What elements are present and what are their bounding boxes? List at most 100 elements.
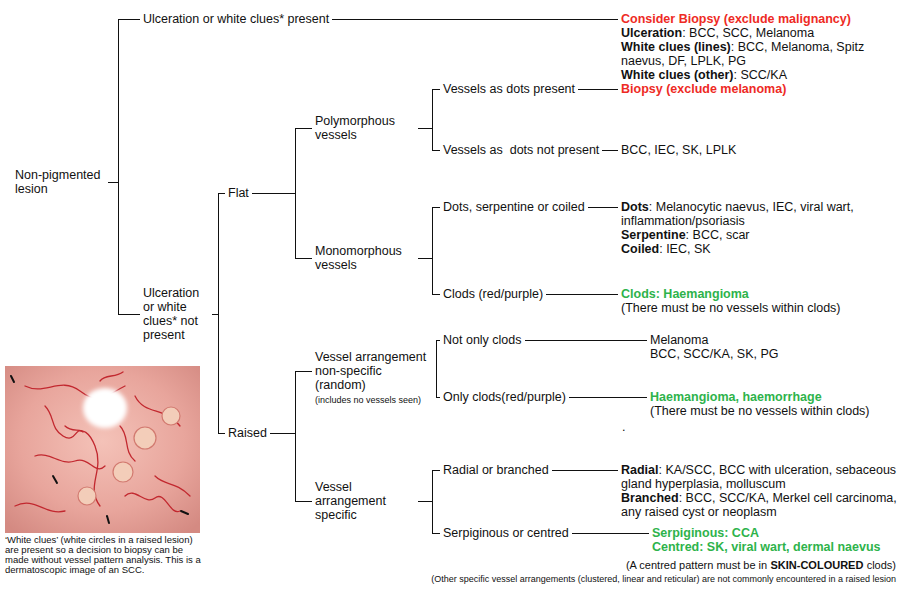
label-text: SKIN-COLOURED xyxy=(770,559,863,571)
node-text: (includes no vessels seen) xyxy=(315,395,421,405)
text-row: Only clods(red/purple) xyxy=(443,390,566,404)
note-label: . xyxy=(622,420,625,434)
tree-node: Vessels as dots not present xyxy=(443,143,599,157)
vessel xyxy=(45,406,83,438)
hair xyxy=(181,511,188,514)
node-text: Raised xyxy=(228,426,267,440)
bracket-connector xyxy=(270,434,312,502)
bracket-connector xyxy=(108,183,140,315)
vessel xyxy=(125,493,180,512)
node-text: Flat xyxy=(228,186,249,200)
text-row: Branched: BCC, SCC/KA, Merkel cell carci… xyxy=(621,491,898,519)
node-text: : Melanocytic naevus, IEC, viral wart, i… xyxy=(621,200,857,228)
bracket-connector xyxy=(252,129,312,194)
bracket-connector xyxy=(602,150,618,151)
bracket-connector xyxy=(418,129,440,151)
tree-node: Ulceration or white clues* present xyxy=(143,12,329,26)
label-text: (A centred pattern must be in xyxy=(626,559,767,571)
text-row: Dots, serpentine or coiled xyxy=(443,200,585,214)
note-label: (A centred pattern must be inSKIN-COLOUR… xyxy=(626,559,896,572)
text-row: Serpiginous: CCA xyxy=(652,526,881,540)
node-text: Monomorphous vessels xyxy=(315,244,405,272)
tree-node: Serpiginous or centred xyxy=(443,526,569,540)
bracket-connector xyxy=(270,372,312,434)
node-text: BCC, IEC, SK, LPLK xyxy=(621,143,736,157)
node-text: Ulceration or white clues* not present xyxy=(143,286,203,342)
tree-node: Non-pigmented lesion xyxy=(15,168,105,196)
hair xyxy=(53,476,57,483)
node-text: : BCC, scar xyxy=(686,228,750,242)
tree-node: Radial or branched xyxy=(443,463,549,477)
text-row: Ulceration or white clues* not present xyxy=(143,286,209,342)
bracket-connector xyxy=(525,340,647,341)
bracket-connector xyxy=(569,397,647,398)
tree-node: MelanomaBCC, SCC/KA, SK, PG xyxy=(650,333,779,361)
label-text: clods) xyxy=(867,559,896,571)
bracket-connector xyxy=(418,90,440,129)
vessel xyxy=(35,455,105,469)
bracket-connector xyxy=(546,294,618,295)
text-row: BCC, SCC/KA, SK, PG xyxy=(650,347,779,361)
bracket-connector xyxy=(572,533,649,534)
label-text: ‘White clues’ (white circles in a raised… xyxy=(5,534,203,575)
bracket-connector xyxy=(212,315,225,434)
node-text: : IEC, SK xyxy=(659,242,710,256)
node-text: White clues (lines) xyxy=(621,40,731,54)
tree-node: Dots, serpentine or coiled xyxy=(443,200,585,214)
bracket-connector xyxy=(418,259,440,295)
node-text: Biopsy (exclude melanoma) xyxy=(621,82,786,96)
text-row: Vessel arrangement specific xyxy=(315,480,415,522)
node-text: Dots, serpentine or coiled xyxy=(443,200,585,214)
bracket-connector xyxy=(108,20,140,183)
node-text: Not only clods xyxy=(443,333,522,347)
tree-node: Monomorphous vessels xyxy=(315,244,415,272)
text-row: Ulceration or white clues* present xyxy=(143,12,329,26)
text-row: Monomorphous vessels xyxy=(315,244,415,272)
text-row: Centred: SK, viral wart, dermal naevus xyxy=(652,540,881,554)
clod xyxy=(78,487,96,505)
text-row: Consider Biopsy (exclude malignancy) xyxy=(621,12,898,26)
text-row: Clods: Haemangioma xyxy=(621,287,841,301)
bracket-connector xyxy=(252,194,312,259)
label-text: . xyxy=(622,420,625,434)
node-text: (There must be no vessels within clods) xyxy=(650,404,870,418)
text-row: Haemangioma, haemorrhage xyxy=(650,390,870,404)
vessel xyxy=(135,396,180,426)
node-text: White clues (other) xyxy=(621,68,734,82)
tree-node: Serpiginous: CCACentred: SK, viral wart,… xyxy=(652,526,881,554)
hair xyxy=(107,516,109,523)
text-row: Polymorphous vessels xyxy=(315,114,415,142)
node-text: Vessel arrangement non-specific (random) xyxy=(315,350,430,392)
white-circle xyxy=(83,388,127,428)
hairs xyxy=(11,376,188,523)
hair xyxy=(11,376,14,382)
tree-node: Polymorphous vessels xyxy=(315,114,415,142)
text-row: Vessels as dots present xyxy=(443,82,575,96)
tree-node: Radial: KA/SCC, BCC with ulceration, seb… xyxy=(621,463,898,519)
bracket-connector xyxy=(436,372,440,398)
bracket-connector xyxy=(418,471,440,502)
node-text: Melanoma xyxy=(650,333,708,347)
clod xyxy=(113,462,133,482)
note-label: ‘White clues’ (white circles in a raised… xyxy=(5,535,205,575)
text-row: Radial or branched xyxy=(443,463,549,477)
dermatoscopic-photo xyxy=(5,366,200,533)
node-text: : BCC, SCC, Melanoma xyxy=(682,26,814,40)
tree-node: Clods (red/purple) xyxy=(443,287,543,301)
clod xyxy=(162,407,180,425)
text-row: Coiled: IEC, SK xyxy=(621,242,898,256)
node-text: Dots xyxy=(621,200,649,214)
tree-node: Biopsy (exclude melanoma) xyxy=(621,82,786,96)
text-row: Vessel arrangement non-specific (random) xyxy=(315,350,433,392)
clod xyxy=(134,427,156,449)
tree-node: Haemangioma, haemorrhage(There must be n… xyxy=(650,390,870,418)
skin-ground xyxy=(5,366,200,533)
white-circle xyxy=(88,393,122,423)
bracket-connector xyxy=(578,89,618,90)
node-text: : SCC/KA xyxy=(734,68,788,82)
vessel xyxy=(155,476,190,496)
node-text: : KA/SCC, BCC with ulceration, sebaceous… xyxy=(621,463,900,491)
text-row: Ulceration: BCC, SCC, Melanoma xyxy=(621,26,898,40)
bracket-connector xyxy=(436,341,440,372)
node-text: Vessels as dots present xyxy=(443,82,575,96)
